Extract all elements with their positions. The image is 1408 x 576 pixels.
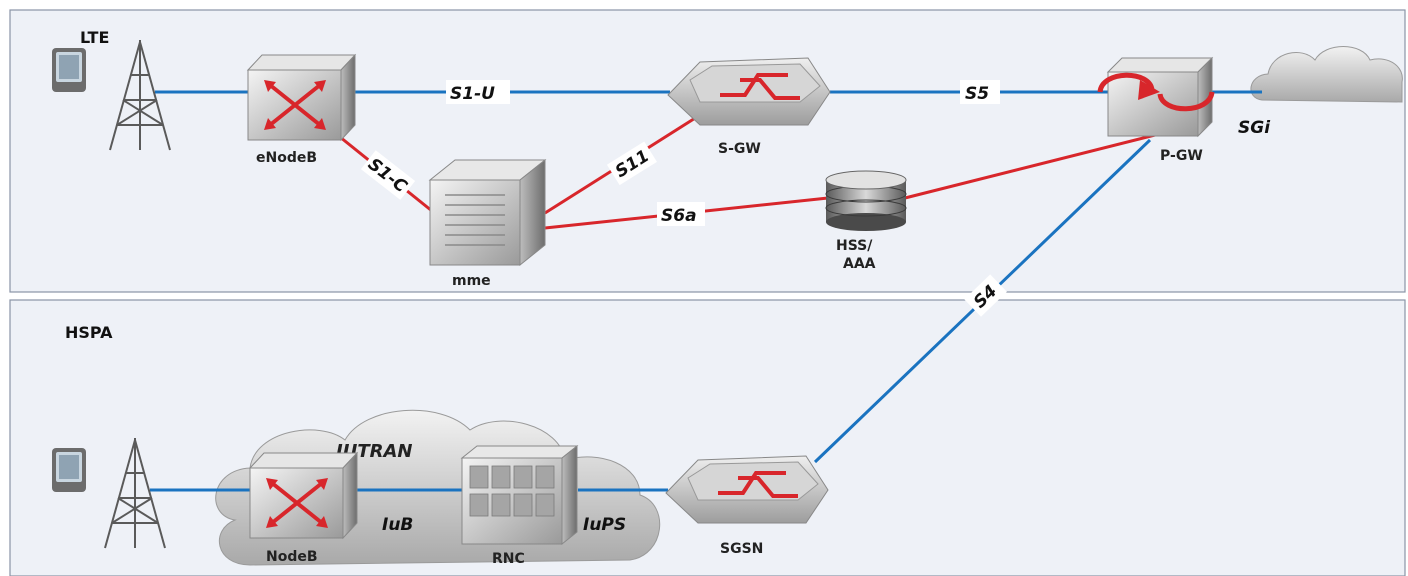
- pgw-label: P-GW: [1160, 148, 1203, 164]
- link-hss-pgw: [904, 133, 1156, 200]
- hspa-region-label: HSPA: [65, 323, 113, 342]
- hss-aaa-database-icon: [825, 170, 907, 231]
- aaa-label: AAA: [843, 256, 876, 272]
- link-label-sgi: SGi: [1238, 118, 1271, 138]
- link-label-s5: S5: [965, 84, 989, 104]
- nodeb-icon: [248, 451, 359, 540]
- mme-label: mme: [452, 273, 491, 289]
- rnc-icon: [460, 444, 579, 546]
- enodeb-icon: [246, 53, 357, 142]
- sgsn-icon: [665, 455, 829, 524]
- mme-server-icon: [428, 158, 547, 267]
- hspa-tower-icon: [104, 438, 166, 549]
- link-label-s5-group: S5: [960, 80, 1000, 104]
- sgw-label: S-GW: [718, 141, 761, 157]
- sgsn-label: SGSN: [720, 541, 763, 557]
- link-label-s1u: S1-U: [450, 84, 495, 104]
- sgw-icon: [667, 57, 831, 126]
- link-label-s1u-group: S1-U: [446, 80, 510, 104]
- hss-label: HSS/: [836, 238, 873, 254]
- link-label-iups: IuPS: [583, 515, 626, 535]
- link-label-iub: IuB: [382, 515, 413, 535]
- internet-cloud: [1250, 46, 1403, 103]
- lte-tower-icon: [109, 40, 171, 151]
- lte-region-label: LTE: [80, 28, 109, 47]
- link-label-s6a: S6a: [661, 206, 697, 226]
- link-label-s4-group: S4: [964, 274, 1007, 317]
- link-label-s6a-group: S6a: [657, 202, 705, 226]
- lte-handset-icon: [52, 48, 86, 92]
- pgw-icon: [1097, 56, 1215, 138]
- hspa-region-panel: [9, 299, 1406, 576]
- nodeb-label: NodeB: [266, 549, 318, 565]
- rnc-label: RNC: [492, 551, 525, 567]
- lte-region-panel: [9, 9, 1406, 293]
- enodeb-label: eNodeB: [256, 150, 317, 166]
- hspa-handset-icon: [52, 448, 86, 492]
